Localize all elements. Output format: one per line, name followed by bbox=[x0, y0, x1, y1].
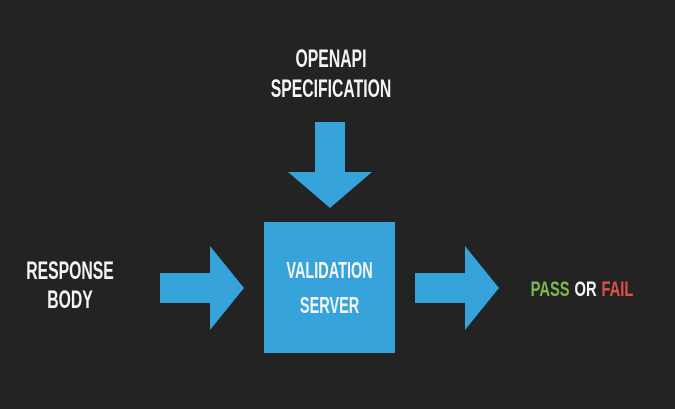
arrow-response-to-server-right-icon bbox=[160, 246, 244, 330]
response-body-line1: RESPONSE bbox=[26, 257, 114, 285]
arrow-spec-to-server-down-icon bbox=[288, 122, 372, 209]
fail-text: FAIL bbox=[601, 278, 634, 301]
openapi-spec-line2: SPECIFICATION bbox=[270, 75, 392, 103]
arrow-head bbox=[210, 246, 244, 330]
arrow-shaft bbox=[160, 273, 212, 303]
openapi-spec-line1: OPENAPI bbox=[295, 45, 367, 73]
label-response-body: RESPONSE BODY bbox=[7, 257, 133, 315]
arrow-shaft bbox=[415, 273, 467, 303]
arrow-server-to-result-right-icon bbox=[415, 246, 499, 330]
arrow-head bbox=[288, 172, 372, 208]
validation-server-box: VALIDATION SERVER bbox=[264, 222, 395, 353]
validation-server-line2: SERVER bbox=[299, 291, 360, 318]
response-body-line2: BODY bbox=[47, 286, 93, 314]
validation-server-line1: VALIDATION bbox=[286, 256, 373, 283]
or-text: OR bbox=[574, 278, 597, 301]
label-openapi-specification: OPENAPI SPECIFICATION bbox=[237, 44, 426, 104]
validation-server-label: VALIDATION SERVER bbox=[286, 253, 372, 323]
arrow-head bbox=[465, 246, 499, 330]
pass-text: PASS bbox=[530, 278, 570, 301]
arrow-shaft bbox=[315, 122, 345, 174]
